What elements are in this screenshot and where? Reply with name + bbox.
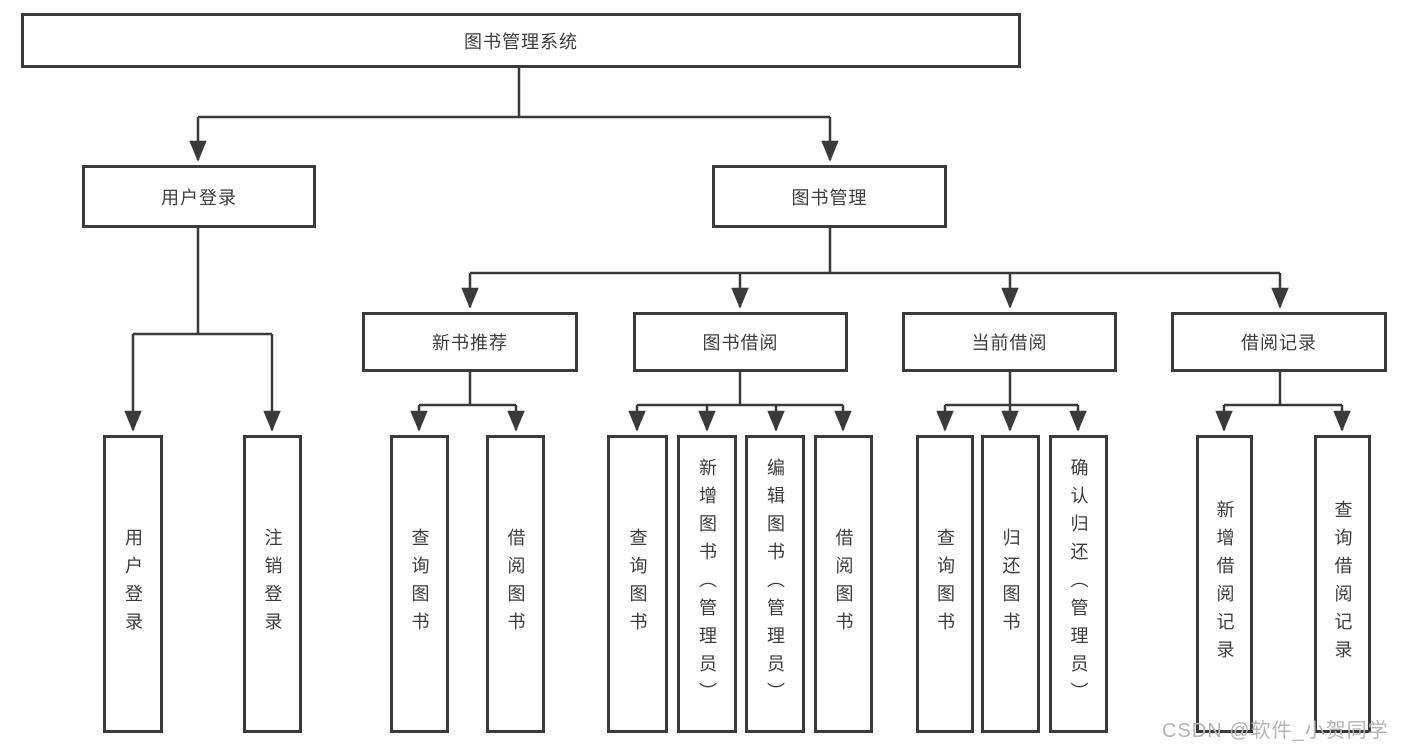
node-leaf-query-books-2: 查询图书	[607, 435, 668, 733]
node-leaf-logout: 注销登录	[243, 435, 302, 733]
node-root-system: 图书管理系统	[21, 13, 1021, 68]
node-leaf-confirm-return-admin-label: 确认归还（管理员）	[1068, 458, 1089, 710]
node-leaf-query-borrow-record: 查询借阅记录	[1314, 435, 1371, 733]
node-book-borrow: 图书借阅	[633, 312, 848, 372]
node-leaf-confirm-return-admin: 确认归还（管理员）	[1049, 435, 1108, 733]
node-leaf-add-books-admin: 新增图书（管理员）	[677, 435, 737, 733]
node-root-label: 图书管理系统	[464, 31, 578, 52]
node-leaf-borrow-books-1-label: 借阅图书	[505, 528, 526, 640]
node-leaf-add-borrow-record: 新增借阅记录	[1196, 435, 1253, 733]
connector-borrow-record-children	[1215, 372, 1351, 432]
node-leaf-logout-label: 注销登录	[262, 528, 283, 640]
node-leaf-edit-books-admin-label: 编辑图书（管理员）	[765, 458, 785, 710]
connector-root-to-level2	[189, 68, 839, 162]
node-leaf-borrow-books-2: 借阅图书	[814, 435, 873, 733]
node-leaf-add-books-admin-label: 新增图书（管理员）	[697, 458, 717, 710]
node-leaf-return-books-label: 归还图书	[1000, 528, 1021, 640]
node-leaf-query-books-1: 查询图书	[390, 435, 449, 733]
node-new-book-recommend-label: 新书推荐	[432, 333, 508, 353]
node-leaf-query-books-3-label: 查询图书	[935, 528, 955, 640]
node-new-book-recommend: 新书推荐	[362, 312, 578, 372]
node-leaf-return-books: 归还图书	[981, 435, 1040, 733]
node-leaf-query-books-3: 查询图书	[916, 435, 974, 733]
node-borrow-records-label: 借阅记录	[1241, 333, 1317, 353]
node-leaf-user-login: 用户登录	[103, 435, 163, 733]
node-leaf-borrow-books-1: 借阅图书	[486, 435, 545, 733]
node-leaf-query-books-1-label: 查询图书	[409, 528, 430, 640]
node-current-borrow-label: 当前借阅	[971, 333, 1048, 353]
connector-book-borrow-children	[628, 372, 852, 432]
node-leaf-query-books-2-label: 查询图书	[627, 528, 648, 640]
connector-new-book-children	[410, 372, 525, 432]
node-leaf-query-borrow-record-label: 查询借阅记录	[1332, 500, 1353, 668]
node-book-management: 图书管理	[712, 165, 947, 228]
node-book-borrow-label: 图书借阅	[702, 333, 779, 353]
node-current-borrow: 当前借阅	[902, 312, 1117, 372]
csdn-watermark: CSDN @软件_小贺同学	[1162, 720, 1389, 742]
node-leaf-add-borrow-record-label: 新增借阅记录	[1214, 500, 1235, 668]
node-leaf-user-login-label: 用户登录	[123, 528, 143, 640]
node-user-login-label: 用户登录	[161, 187, 237, 208]
node-leaf-borrow-books-2-label: 借阅图书	[833, 528, 854, 640]
node-user-login: 用户登录	[82, 165, 316, 228]
connector-book-mgmt-children	[461, 228, 1289, 309]
node-book-management-label: 图书管理	[791, 187, 868, 208]
node-leaf-edit-books-admin: 编辑图书（管理员）	[745, 435, 805, 733]
node-borrow-records: 借阅记录	[1171, 312, 1387, 372]
connector-user-login-children	[124, 228, 281, 432]
connector-current-borrow-children	[936, 372, 1087, 432]
